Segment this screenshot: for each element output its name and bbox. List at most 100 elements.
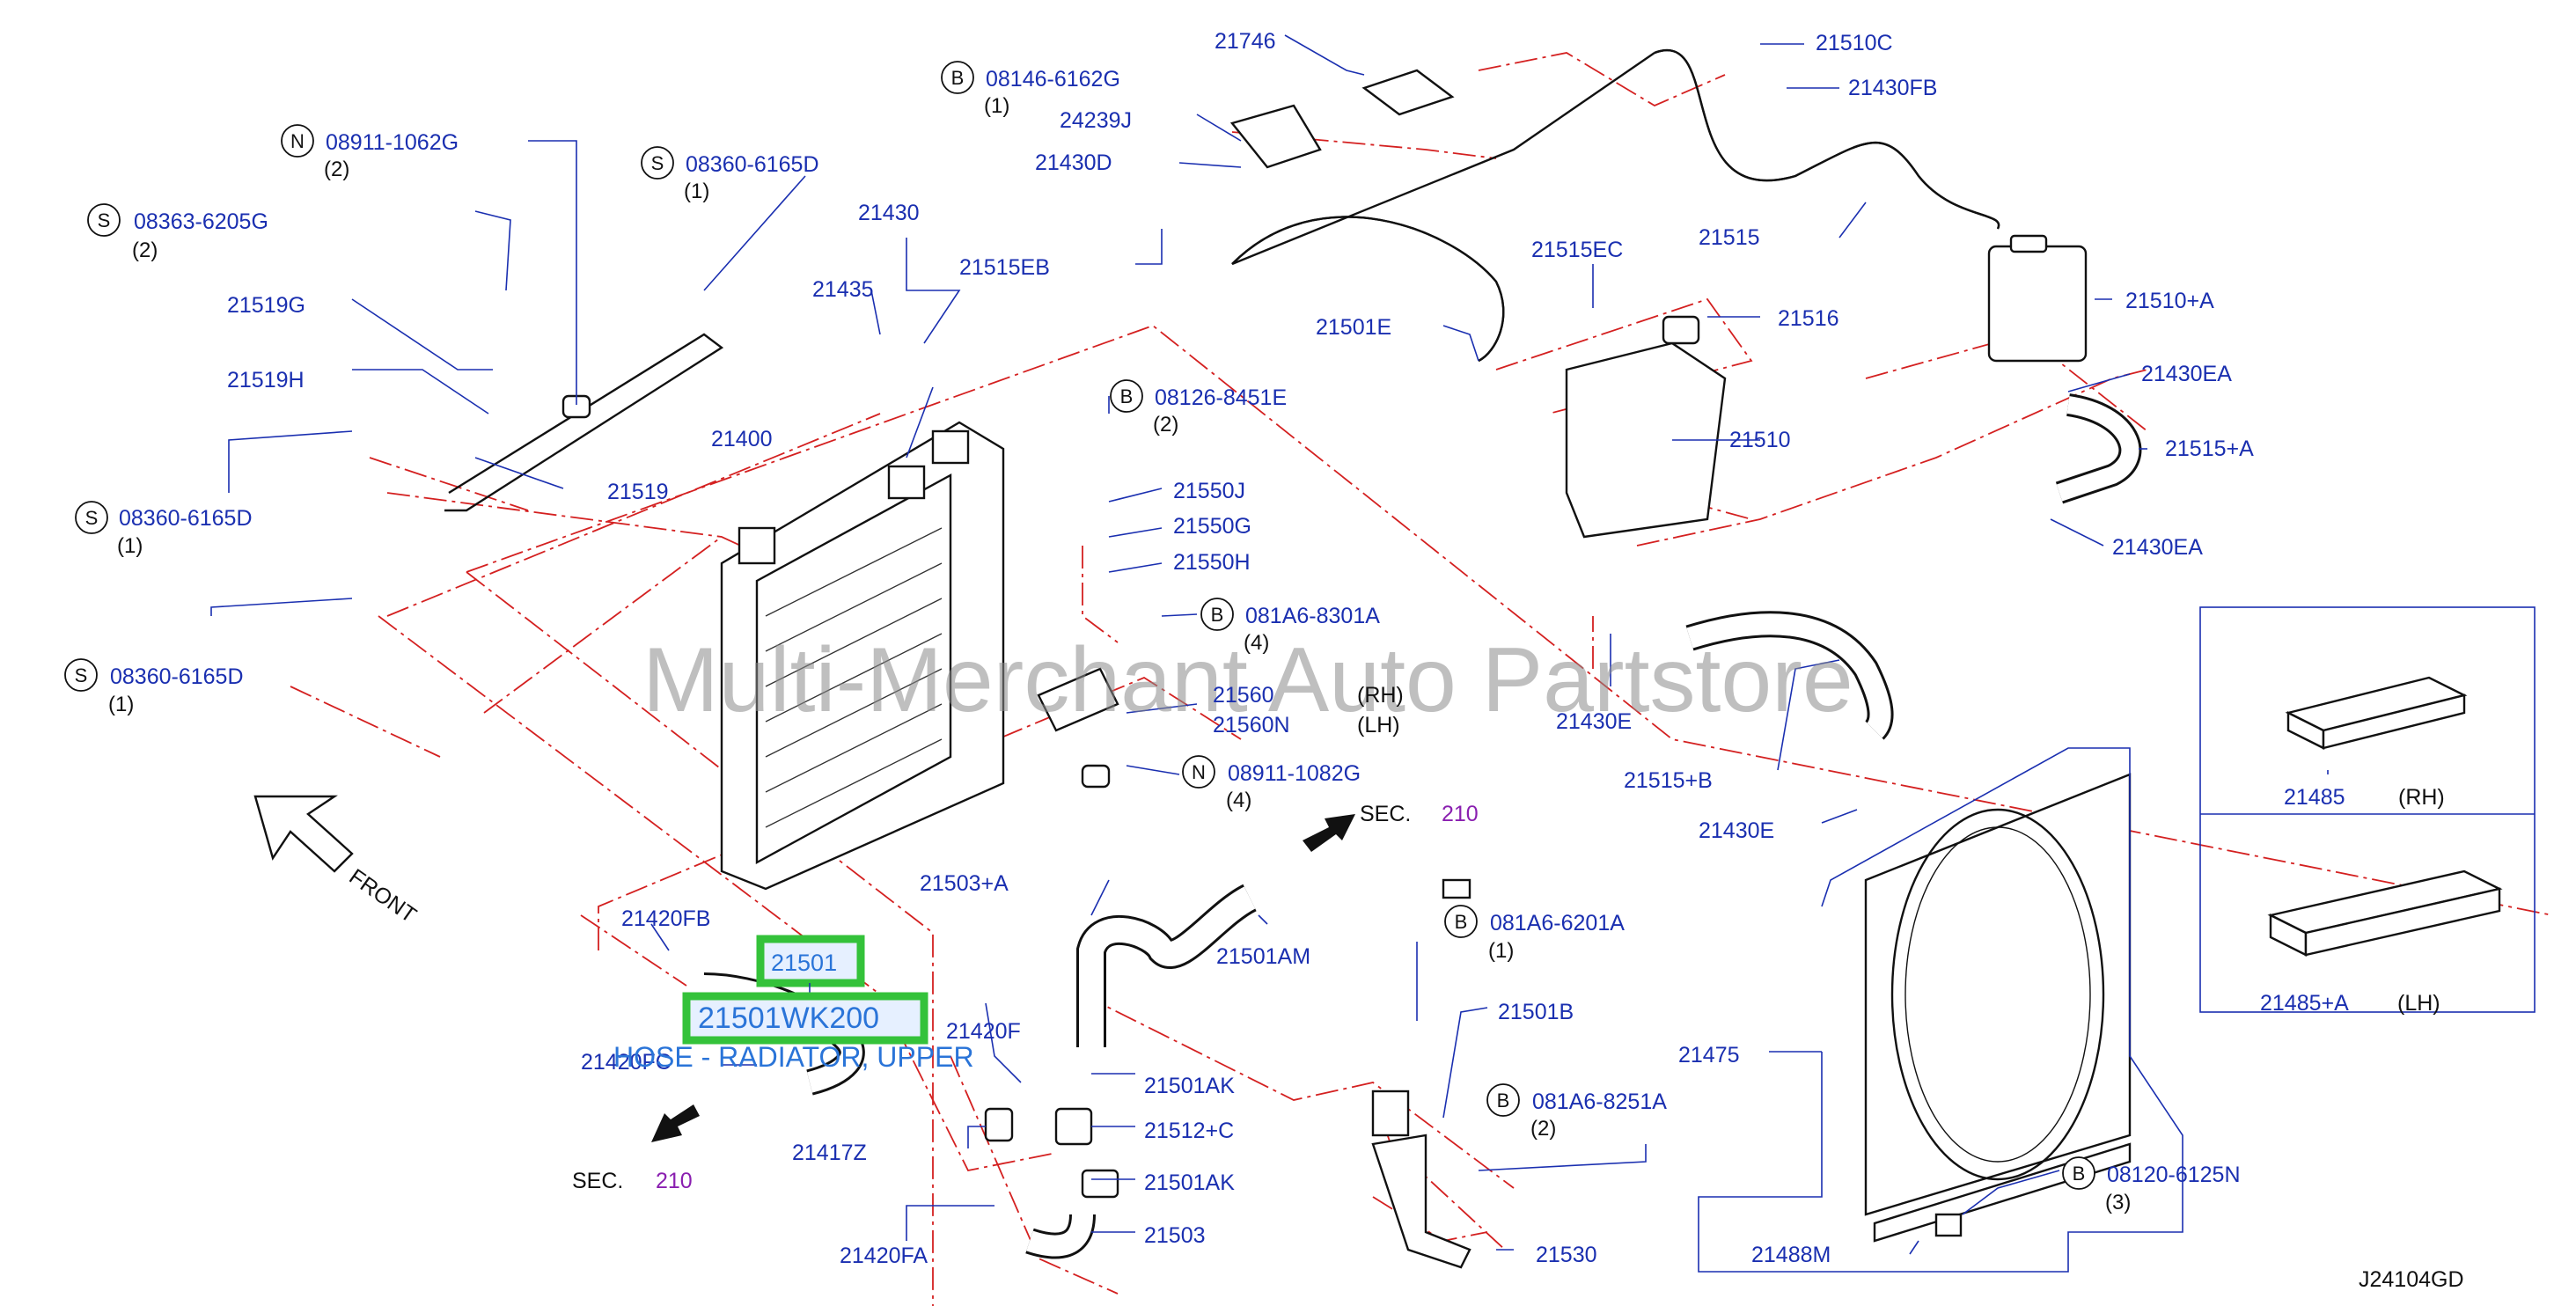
label-21430e-1: 21430E xyxy=(1556,709,1632,734)
svg-text:08360-6165D: 08360-6165D xyxy=(686,152,819,177)
label-21560n-side: (LH) xyxy=(1357,713,1400,737)
svg-text:(4): (4) xyxy=(1244,631,1269,655)
label-21510c: 21510C xyxy=(1816,31,1893,55)
watermark: Multi-Merchant Auto Partstore xyxy=(642,629,1853,731)
label-21550j: 21550J xyxy=(1173,479,1245,503)
label-21515: 21515 xyxy=(1699,225,1760,250)
svg-text:B: B xyxy=(1211,604,1224,626)
label-21515ec: 21515EC xyxy=(1531,238,1623,262)
front-arrow: FRONT xyxy=(253,795,422,928)
svg-text:N: N xyxy=(1192,761,1206,783)
highlighted-part[interactable]: 21501 21501WK200 HOSE - RADIATOR, UPPER xyxy=(613,935,974,1073)
label-21503: 21503 xyxy=(1144,1223,1206,1248)
svg-text:08363-6205G: 08363-6205G xyxy=(134,209,268,234)
svg-text:(1): (1) xyxy=(1488,939,1514,963)
svg-text:B: B xyxy=(1455,911,1468,933)
svg-text:S: S xyxy=(85,507,99,529)
svg-text:B: B xyxy=(2073,1163,2086,1185)
callout-08360-6165d-top: S 08360-6165D (1) xyxy=(641,146,819,203)
svg-text:08911-1082G: 08911-1082G xyxy=(1228,761,1361,786)
section-ref-1: SEC. 210 xyxy=(1303,802,1479,852)
label-21430d: 21430D xyxy=(1035,150,1112,175)
label-21516: 21516 xyxy=(1778,306,1839,331)
callout-qty: (2) xyxy=(324,158,349,181)
callout-081a6-6201a: B 081A6-6201A (1) xyxy=(1444,905,1625,963)
label-21417z: 21417Z xyxy=(792,1141,867,1165)
label-21560: 21560 xyxy=(1213,683,1274,708)
label-21420fb: 21420FB xyxy=(621,906,710,931)
svg-text:08126-8451E: 08126-8451E xyxy=(1155,385,1287,410)
callout-08146-6162g: B 08146-6162G (1) xyxy=(941,61,1120,118)
highlight-part-number-box[interactable] xyxy=(756,935,865,987)
label-21550h: 21550H xyxy=(1173,550,1251,575)
front-label: FRONT xyxy=(345,864,422,928)
section-ref-2-number: 210 xyxy=(656,1169,693,1193)
svg-text:081A6-6201A: 081A6-6201A xyxy=(1490,911,1625,935)
highlight-part-number[interactable]: 21501 xyxy=(771,950,837,976)
section-ref-2-prefix: SEC. xyxy=(572,1169,623,1193)
svg-text:081A6-8251A: 081A6-8251A xyxy=(1532,1090,1667,1114)
highlight-description: HOSE - RADIATOR, UPPER xyxy=(613,1041,974,1073)
label-21420fc: 21420FC xyxy=(581,1050,672,1075)
label-21515b: 21515+B xyxy=(1624,768,1713,793)
callout-08120-6125n: B 08120-6125N (3) xyxy=(2062,1156,2241,1214)
label-21501e: 21501E xyxy=(1316,315,1391,340)
leader-lines xyxy=(210,34,2329,1273)
callout-08360-6165d-mid: S 08360-6165D (1) xyxy=(75,501,253,558)
label-21519h: 21519H xyxy=(227,368,305,393)
section-ref-1-number: 210 xyxy=(1442,802,1479,826)
svg-text:S: S xyxy=(651,152,664,174)
svg-text:08146-6162G: 08146-6162G xyxy=(986,67,1120,92)
svg-text:(1): (1) xyxy=(984,94,1009,118)
label-21560-side: (RH) xyxy=(1357,683,1404,708)
highlight-oem-number-box[interactable] xyxy=(682,992,928,1045)
diagram-code: J24104GD xyxy=(2359,1267,2464,1292)
callout-symbol: N xyxy=(290,130,305,152)
label-24239j: 24239J xyxy=(1060,108,1132,133)
label-21501am: 21501AM xyxy=(1216,944,1310,969)
label-21501ak-2: 21501AK xyxy=(1144,1170,1235,1195)
label-21501ak-1: 21501AK xyxy=(1144,1074,1235,1098)
label-21515a: 21515+A xyxy=(2165,437,2254,461)
callout-081a6-8251a: B 081A6-8251A (2) xyxy=(1486,1083,1667,1141)
label-21488m: 21488M xyxy=(1751,1243,1831,1267)
section-ref-1-prefix: SEC. xyxy=(1360,802,1411,826)
label-21530: 21530 xyxy=(1536,1243,1597,1267)
callout-08363-6205g: S 08363-6205G (2) xyxy=(87,203,268,262)
label-21501b: 21501B xyxy=(1498,1000,1574,1024)
label-21485a: 21485+A xyxy=(2260,991,2349,1016)
label-21475: 21475 xyxy=(1678,1043,1740,1068)
label-21420fa: 21420FA xyxy=(840,1244,928,1268)
highlight-oem-number[interactable]: 21501WK200 xyxy=(698,1002,879,1035)
svg-text:(2): (2) xyxy=(1530,1117,1556,1141)
svg-text:081A6-8301A: 081A6-8301A xyxy=(1245,604,1380,628)
callout-part: 08911-1062G xyxy=(326,130,459,155)
label-21430e-2: 21430E xyxy=(1699,818,1774,843)
label-21430fb: 21430FB xyxy=(1848,76,1937,100)
svg-text:(1): (1) xyxy=(108,693,134,716)
label-21503a: 21503+A xyxy=(920,871,1009,896)
label-21519: 21519 xyxy=(607,480,669,504)
callout-081a6-8301a: B 081A6-8301A (4) xyxy=(1200,598,1380,655)
svg-text:(1): (1) xyxy=(117,534,143,558)
svg-text:(2): (2) xyxy=(1153,413,1178,437)
svg-text:S: S xyxy=(75,664,88,686)
svg-text:08360-6165D: 08360-6165D xyxy=(119,506,253,531)
label-21512c: 21512+C xyxy=(1144,1119,1234,1143)
label-21485-side: (RH) xyxy=(2398,785,2445,810)
brackets-and-bolts xyxy=(561,69,1963,1269)
radiator-core-support-bar xyxy=(444,333,724,512)
svg-text:(4): (4) xyxy=(1226,789,1251,812)
side-panel xyxy=(2199,606,2536,1013)
callout-08360-6165d-low: S 08360-6165D (1) xyxy=(64,658,244,716)
label-21485: 21485 xyxy=(2284,785,2345,810)
svg-text:B: B xyxy=(1497,1090,1510,1112)
svg-text:B: B xyxy=(1120,385,1134,407)
label-21519g: 21519G xyxy=(227,293,305,318)
label-21550g: 21550G xyxy=(1173,514,1251,539)
svg-text:S: S xyxy=(98,209,111,231)
label-21560n: 21560N xyxy=(1213,713,1290,737)
svg-text:08120-6125N: 08120-6125N xyxy=(2107,1163,2241,1187)
reservoir-tank xyxy=(1565,234,2088,539)
